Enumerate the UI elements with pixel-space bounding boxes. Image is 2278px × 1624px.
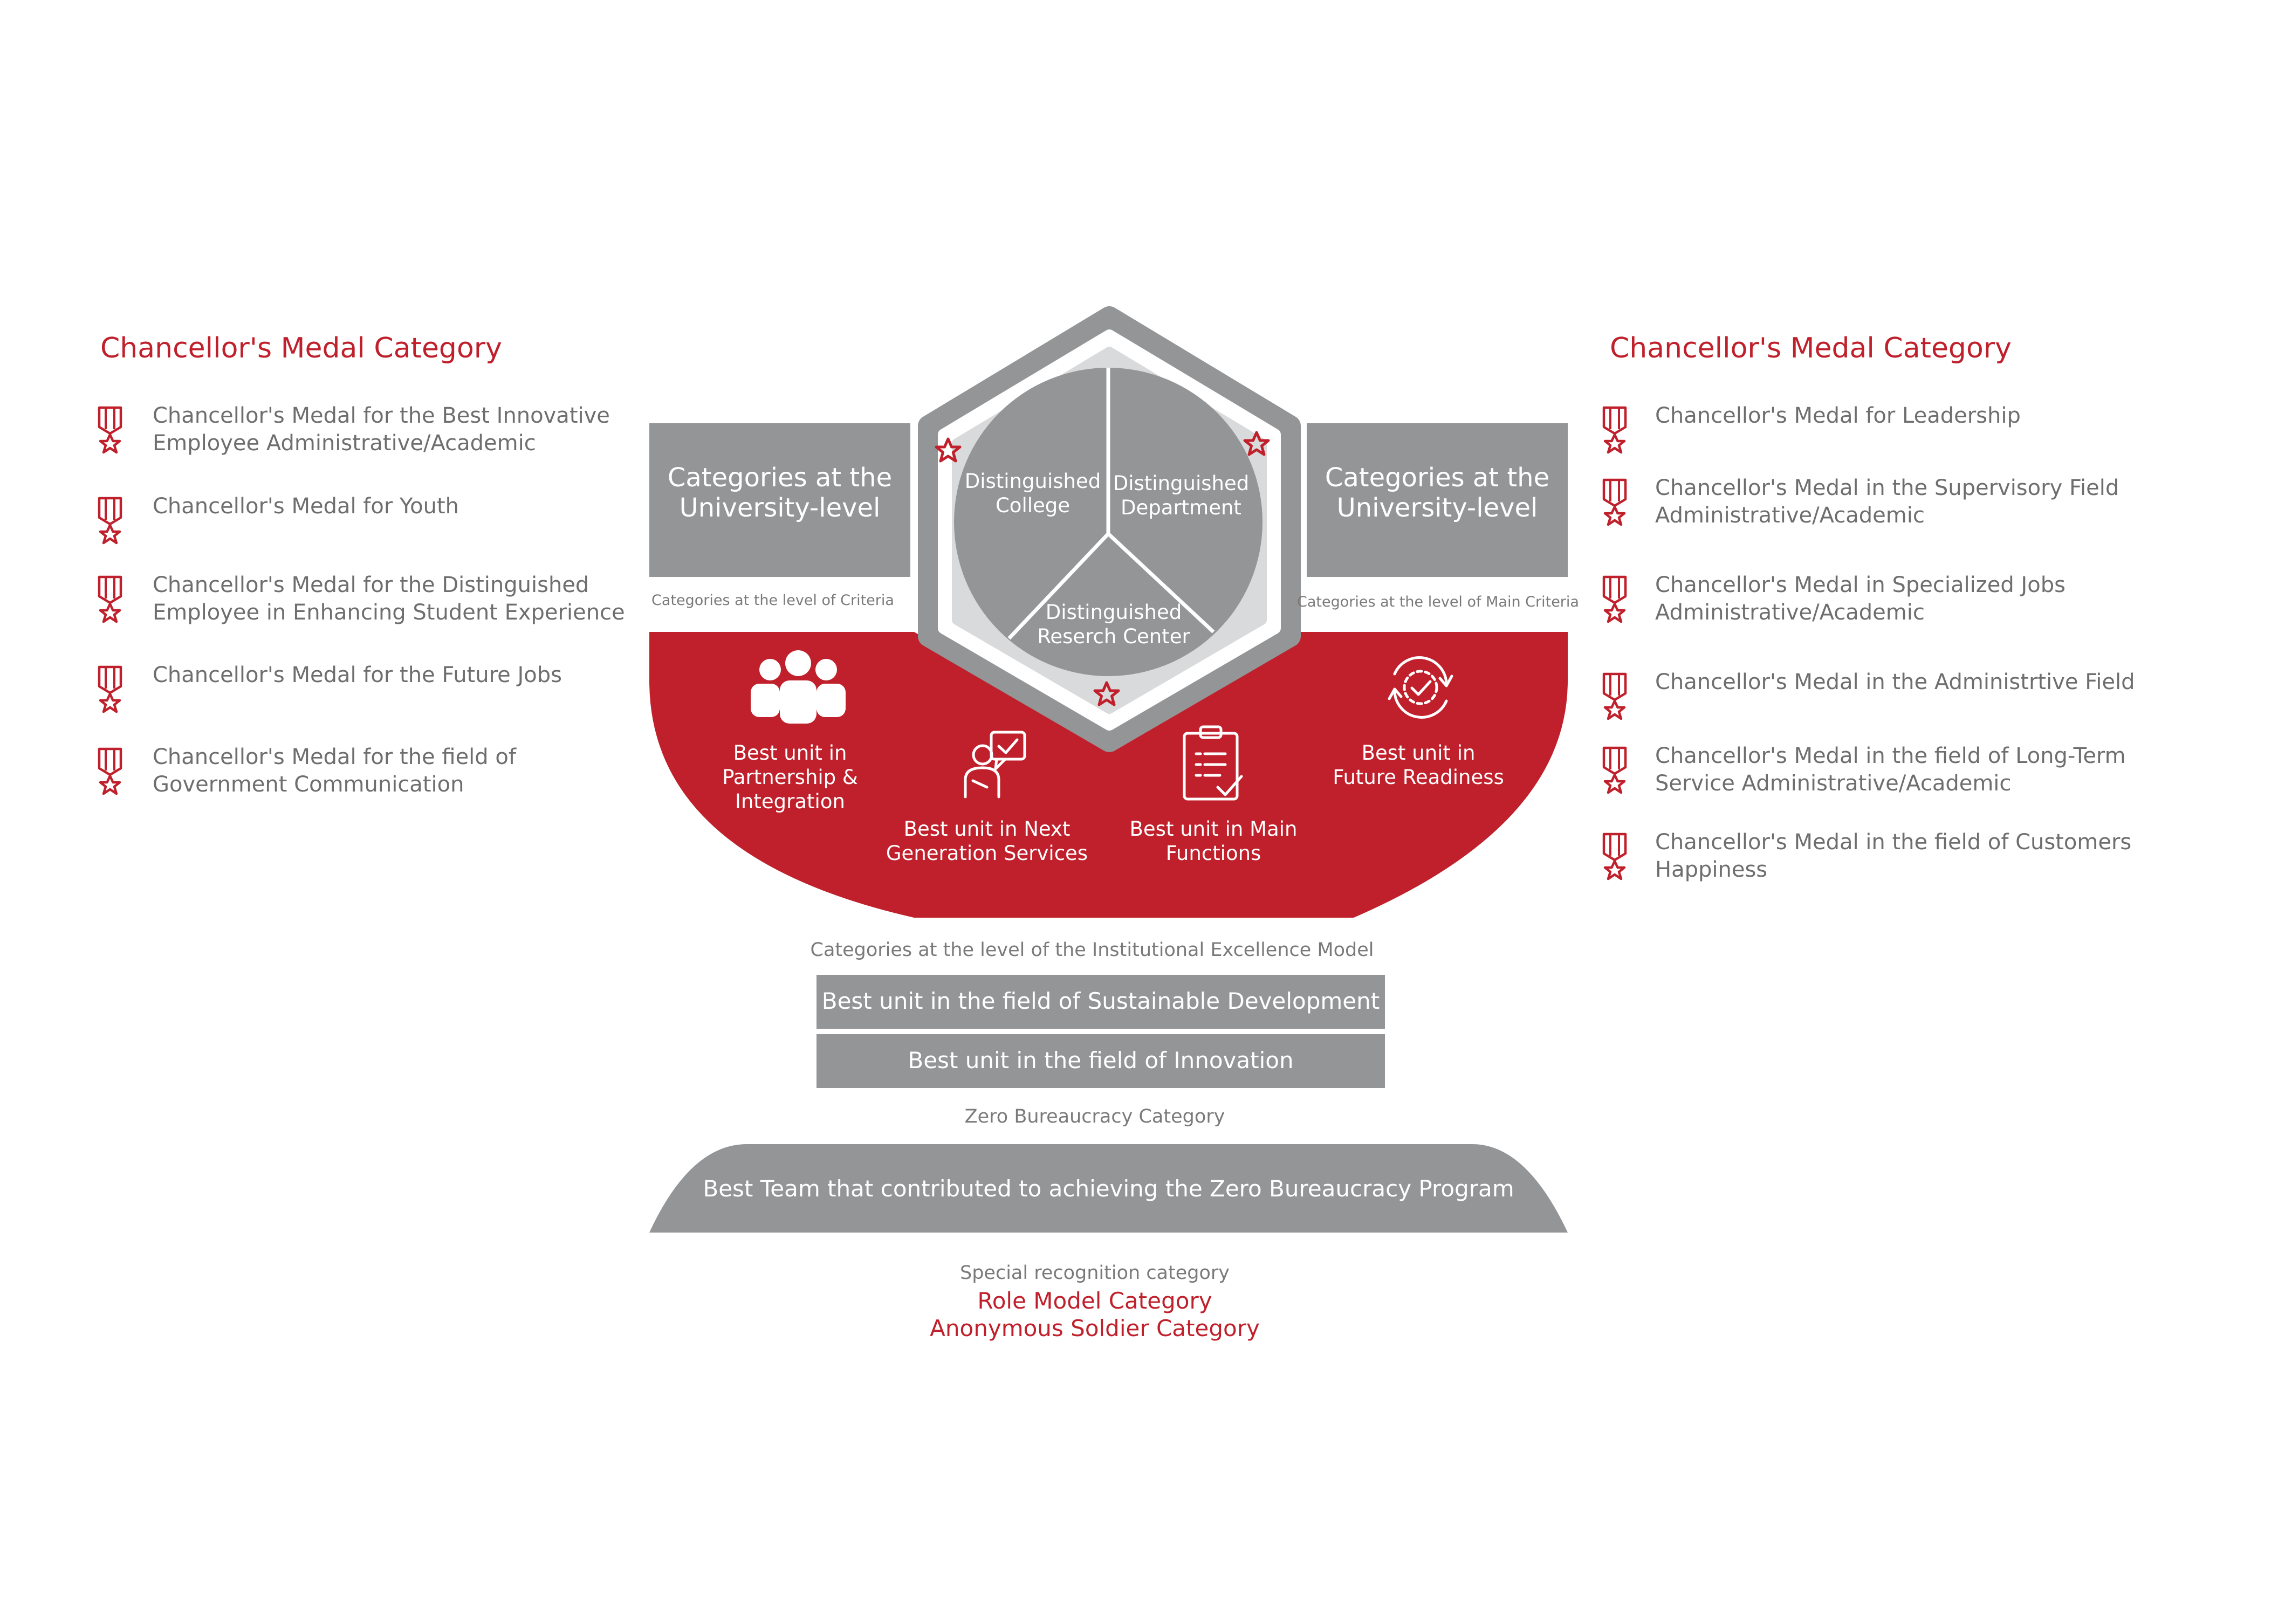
left-university-caption: Categories at the level of Criteria <box>651 592 894 609</box>
medal-icon <box>1602 832 1627 880</box>
excellence-bar-label-innovation: Best unit in the field of Innovation <box>908 1047 1294 1074</box>
criteria-label-next-gen: Best unit in Next Generation Services <box>886 817 1088 865</box>
medal-icon <box>1602 478 1627 526</box>
wheel-divider <box>1007 532 1110 640</box>
excellence-model-caption: Categories at the level of the Instituti… <box>810 939 1374 961</box>
excellence-bar-innovation <box>816 1034 1385 1088</box>
criteria-label-partnership: Best unit in Partnership & Integration <box>722 741 858 813</box>
medal-icon <box>1602 672 1627 720</box>
clipboard-check-icon <box>1183 725 1243 801</box>
zero-bureaucracy-label: Best Team that contributed to achieving … <box>703 1175 1514 1202</box>
wheel-label-research-center: Distinguished Reserch Center <box>1037 601 1190 648</box>
right-university-caption: Categories at the level of Main Criteria <box>1297 594 1579 610</box>
left-university-box <box>649 423 910 577</box>
medal-item-label: Chancellor's Medal for the Future Jobs <box>153 663 562 687</box>
star-icon <box>1093 681 1120 706</box>
left-university-label: Categories at the University-level <box>667 463 893 523</box>
medal-icon <box>98 575 122 623</box>
medal-item-label: Chancellor's Medal in the Administrtive … <box>1655 670 2135 694</box>
special-recognition-caption: Special recognition category <box>959 1262 1230 1284</box>
team-icon <box>751 650 846 724</box>
medal-icon <box>98 406 122 454</box>
criteria-red-bowl <box>649 632 1568 918</box>
zero-bureaucracy-caption: Zero Bureaucracy Category <box>964 1106 1225 1127</box>
medal-item-label: Chancellor's Medal in the field of Long-… <box>1655 744 2126 796</box>
medal-icon <box>98 665 122 713</box>
star-icon <box>1243 431 1270 456</box>
medal-item-label: Chancellor's Medal for the field of Gove… <box>153 745 516 797</box>
left-panel-heading: Chancellor's Medal Category <box>100 332 502 364</box>
wheel-label-college: Distinguished College <box>964 470 1101 517</box>
wheel-label-department: Distinguished Department <box>1113 472 1250 519</box>
right-panel-heading: Chancellor's Medal Category <box>1610 332 2012 364</box>
medal-icon <box>1602 746 1627 794</box>
zero-bureaucracy-shape <box>649 1144 1568 1233</box>
criteria-label-main-functions: Best unit in Main Functions <box>1129 817 1298 865</box>
right-university-label: Categories at the University-level <box>1325 463 1550 523</box>
criteria-label-future-readiness: Best unit in Future Readiness <box>1333 741 1504 789</box>
anonymous-soldier-category: Anonymous Soldier Category <box>930 1315 1260 1341</box>
medal-item-label: Chancellor's Medal in Specialized Jobs A… <box>1655 573 2066 625</box>
medal-icon <box>98 497 122 545</box>
medal-icon <box>1602 406 1627 454</box>
service-agent-icon <box>964 731 1026 799</box>
role-model-category: Role Model Category <box>977 1288 1212 1314</box>
medal-icon <box>1602 575 1627 623</box>
wheel-divider <box>1107 532 1215 634</box>
excellence-bar-sustainable <box>816 975 1385 1029</box>
medal-item-label: Chancellor's Medal for Youth <box>153 494 459 519</box>
right-university-box <box>1307 423 1568 577</box>
refresh-check-icon <box>1388 656 1453 719</box>
medal-item-label: Chancellor's Medal in the Supervisory Fi… <box>1655 476 2119 528</box>
medal-icon <box>98 747 122 795</box>
medal-item-label: Chancellor's Medal for the Distinguished… <box>153 573 625 625</box>
medal-item-label: Chancellor's Medal for the Best Innovati… <box>153 403 610 456</box>
excellence-bar-label-sustainable: Best unit in the field of Sustainable De… <box>821 988 1380 1014</box>
star-icon <box>935 437 962 463</box>
medal-item-label: Chancellor's Medal in the field of Custo… <box>1655 830 2132 882</box>
medal-item-label: Chancellor's Medal for Leadership <box>1655 403 2021 428</box>
